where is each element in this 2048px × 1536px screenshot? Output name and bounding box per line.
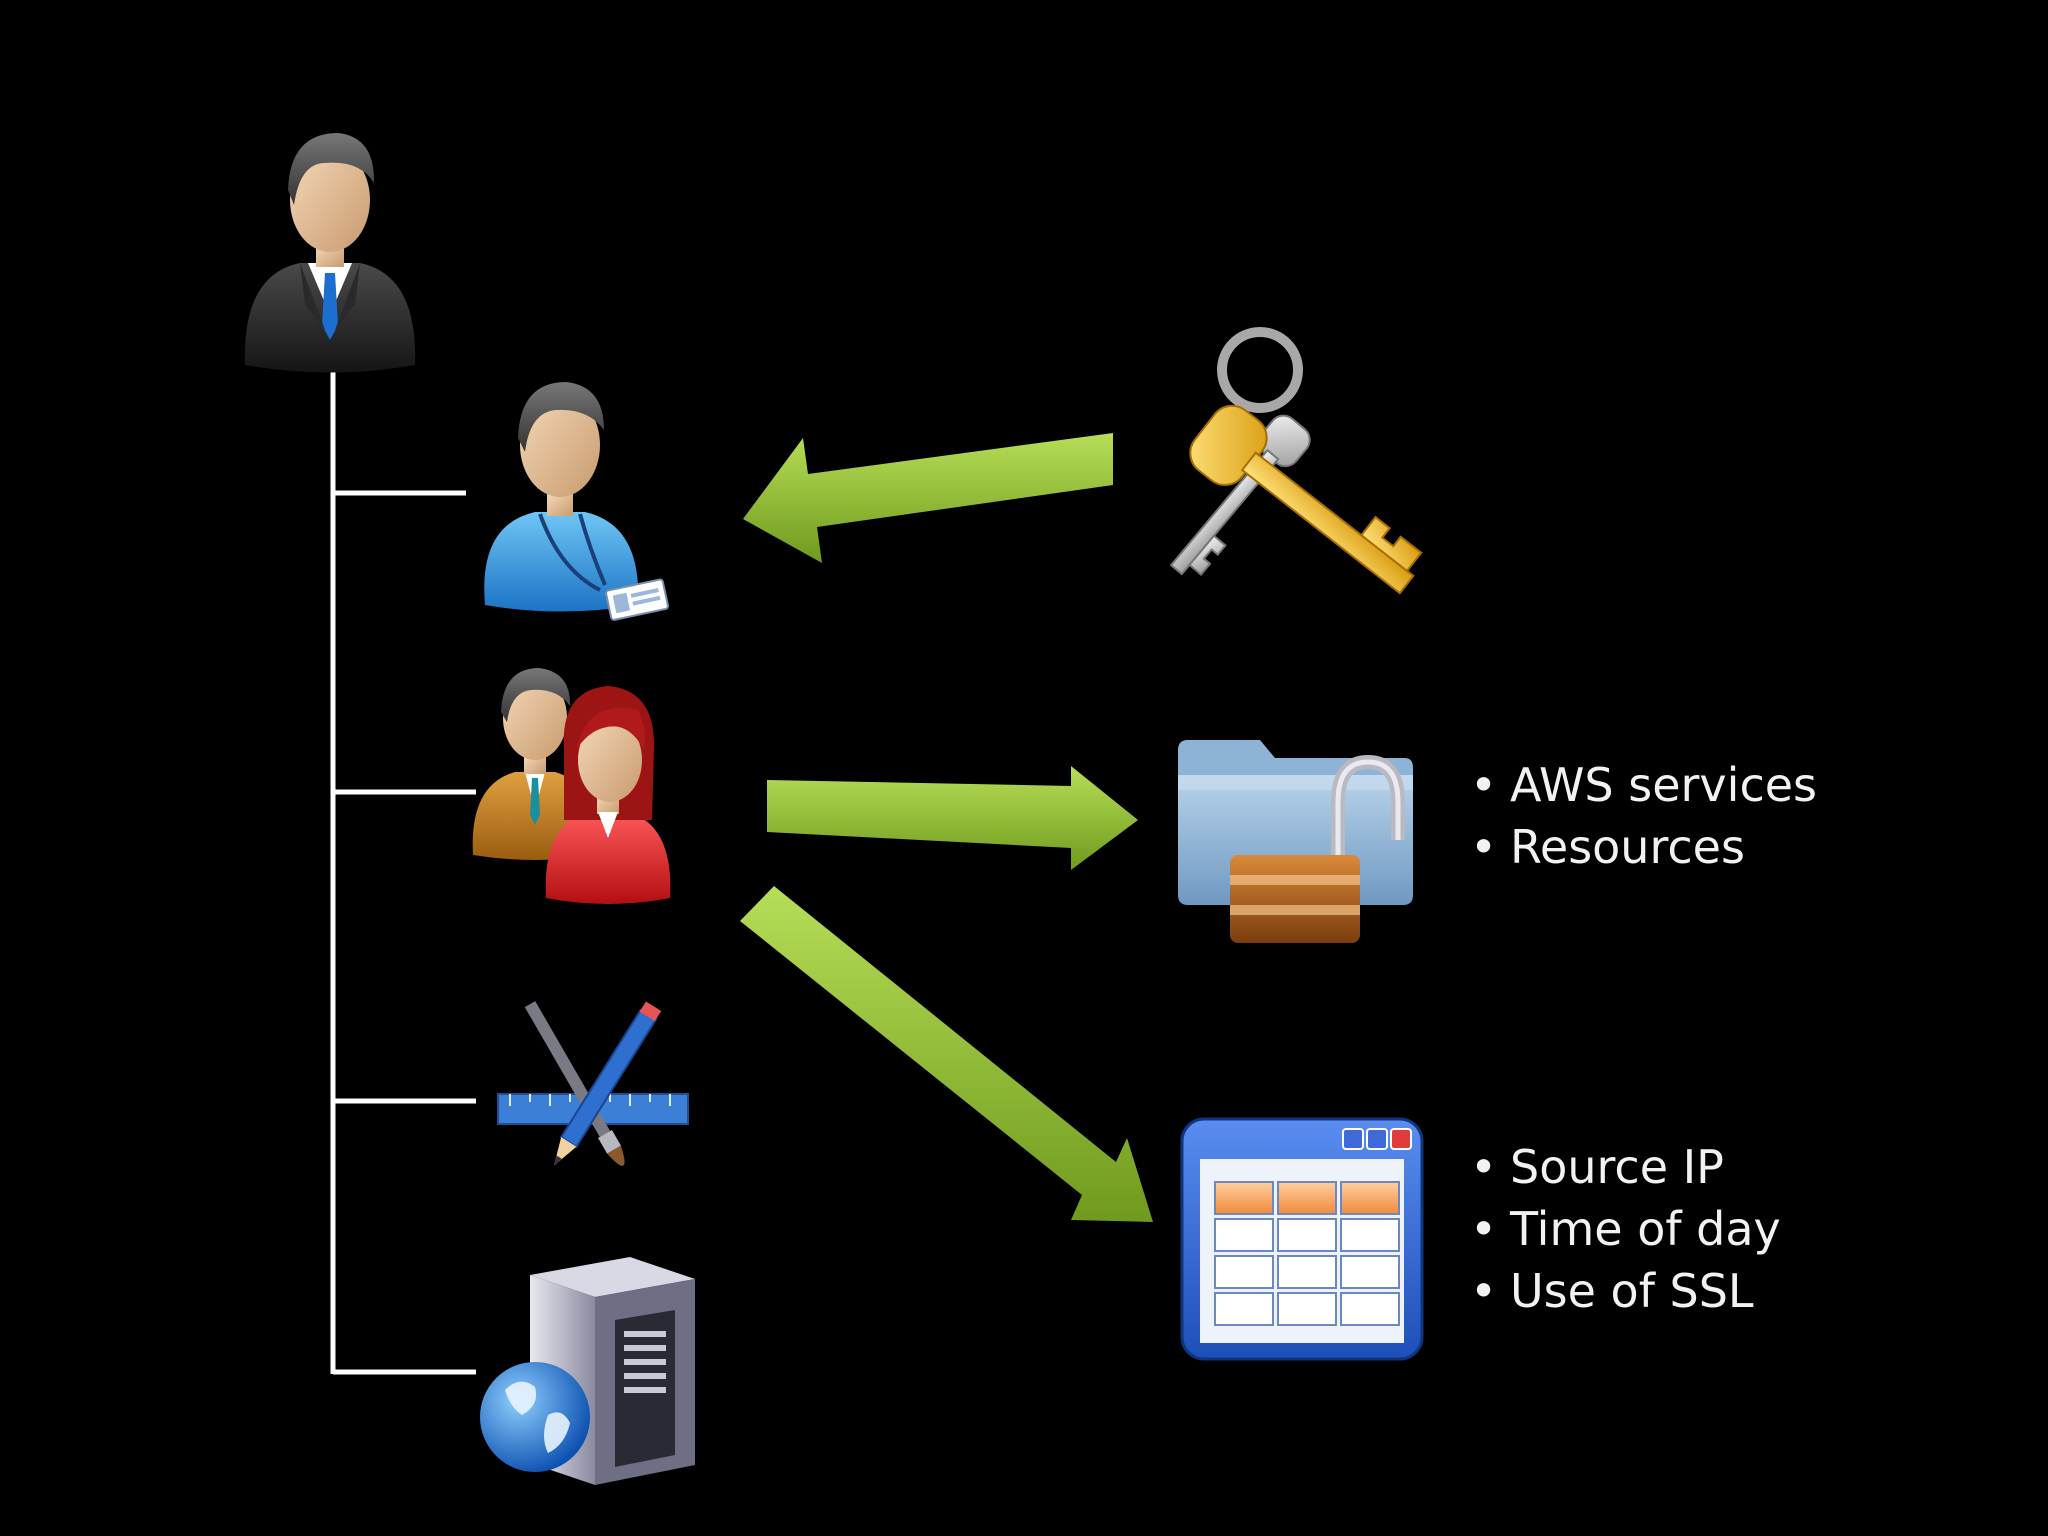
list-item: Use of SSL — [1470, 1260, 1781, 1322]
server-icon — [480, 1257, 695, 1485]
hierarchy-connector — [330, 372, 476, 1375]
list-item: Time of day — [1470, 1198, 1781, 1260]
key-icon — [1169, 327, 1423, 595]
list-item: Resources — [1470, 816, 1817, 878]
globe-icon — [480, 1362, 590, 1472]
conditions-list: Source IP Time of day Use of SSL — [1470, 1136, 1781, 1322]
arrow-key-to-user — [743, 433, 1113, 563]
arrow-group-to-conditions — [740, 886, 1153, 1222]
iam-group-icon — [472, 668, 671, 904]
permissions-list: AWS services Resources — [1470, 754, 1817, 878]
application-icon — [497, 1001, 689, 1166]
arrow-group-to-permissions — [767, 766, 1138, 870]
padlock-icon — [1230, 754, 1405, 943]
unlocked-folder-icon — [1178, 740, 1413, 943]
list-item: Source IP — [1470, 1136, 1781, 1198]
iam-user-icon — [484, 382, 669, 621]
account-owner-icon — [244, 133, 416, 373]
policy-table-icon — [1180, 1117, 1424, 1361]
list-item: AWS services — [1470, 754, 1817, 816]
